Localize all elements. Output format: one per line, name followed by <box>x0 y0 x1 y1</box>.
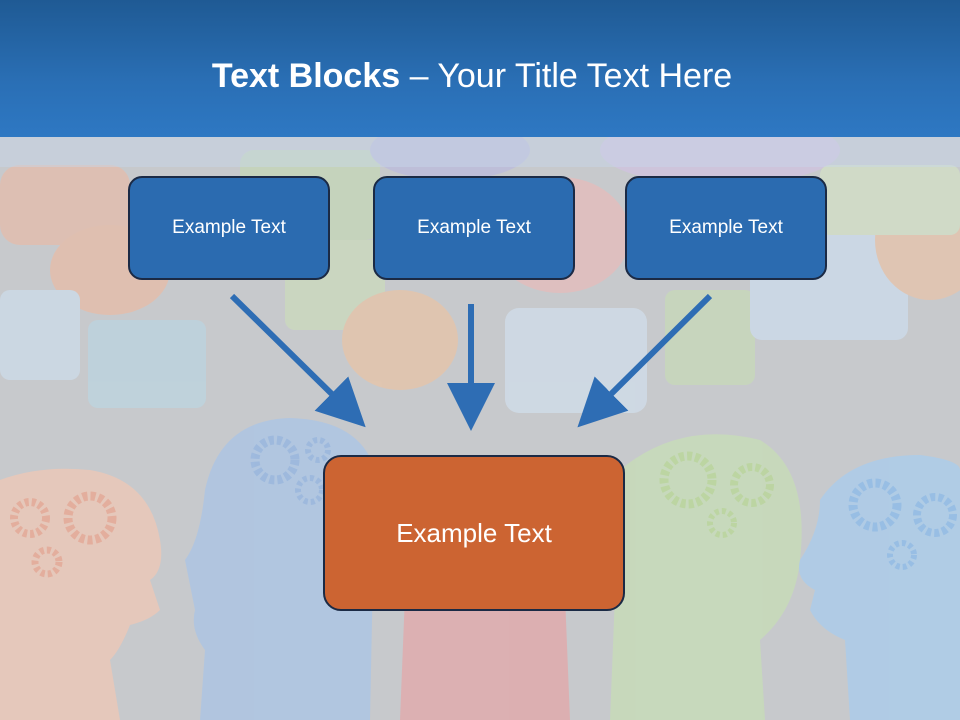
gears <box>10 435 957 578</box>
speech-bubble-icon <box>342 290 458 390</box>
gear-icon <box>305 437 331 463</box>
arrow-right-icon <box>577 293 713 428</box>
gear-icon <box>63 491 117 545</box>
gear-icon <box>730 463 774 507</box>
text-box-2[interactable]: Example Text <box>373 176 575 280</box>
gear-icon <box>707 508 737 538</box>
gear-icon <box>913 493 957 537</box>
text-box-main[interactable]: Example Text <box>323 455 625 611</box>
gear-icon <box>848 478 902 532</box>
speech-bubble-icon <box>0 290 80 380</box>
title-bar-strip <box>0 137 960 167</box>
arrow-left-icon <box>229 293 366 428</box>
slide-title-rest: – Your Title Text Here <box>400 57 733 95</box>
gear-icon <box>31 546 63 578</box>
gear-icon <box>10 498 50 538</box>
slide-title[interactable]: Text Blocks – Your Title Text Here <box>0 54 944 98</box>
text-box-3-label: Example Text <box>669 217 783 238</box>
gear-icon <box>295 475 325 505</box>
title-bar <box>0 0 960 137</box>
gear-icon <box>659 451 717 509</box>
speech-bubble-icon <box>820 165 960 235</box>
slide-title-bold: Text Blocks <box>211 57 401 95</box>
gear-icon <box>887 540 917 570</box>
text-box-1-label: Example Text <box>172 217 286 238</box>
speech-bubble-icon <box>0 165 130 245</box>
text-box-1[interactable]: Example Text <box>128 176 330 280</box>
gear-icon <box>250 435 300 485</box>
speech-bubble-icon <box>88 320 206 408</box>
text-box-3[interactable]: Example Text <box>625 176 827 280</box>
text-box-main-label: Example Text <box>396 517 552 548</box>
speech-bubble-icon <box>665 290 755 385</box>
text-box-2-label: Example Text <box>417 217 531 238</box>
